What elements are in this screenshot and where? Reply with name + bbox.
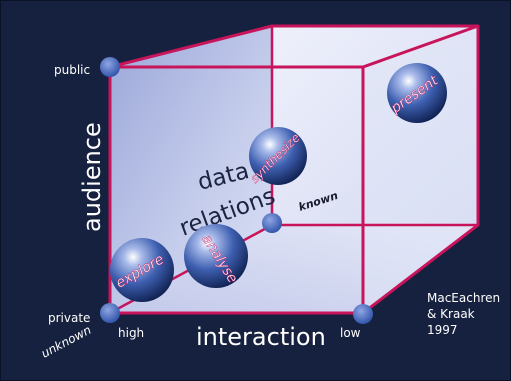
credit-line2: & Kraak: [427, 307, 475, 321]
audience-axis-label: audience: [78, 122, 106, 232]
audience-low-label: private: [48, 311, 90, 325]
credit-line3: 1997: [427, 323, 458, 337]
axis-dot-low: [353, 304, 373, 324]
interaction-axis-label: interaction: [196, 323, 326, 351]
sphere-present: present: [387, 63, 447, 123]
sphere-analyse: analyse: [184, 224, 248, 288]
interaction-high-label: high: [118, 326, 144, 340]
audience-high-label: public: [54, 63, 90, 77]
sphere-synthesize: synthesize: [247, 127, 307, 186]
sphere-explore: explore: [110, 238, 174, 302]
axis-dot-known: [262, 213, 282, 233]
interaction-low-label: low: [340, 326, 361, 340]
axis-dot-public: [100, 57, 120, 77]
credit-line1: MacEachren: [427, 291, 500, 305]
axis-dot-private: [100, 303, 120, 323]
